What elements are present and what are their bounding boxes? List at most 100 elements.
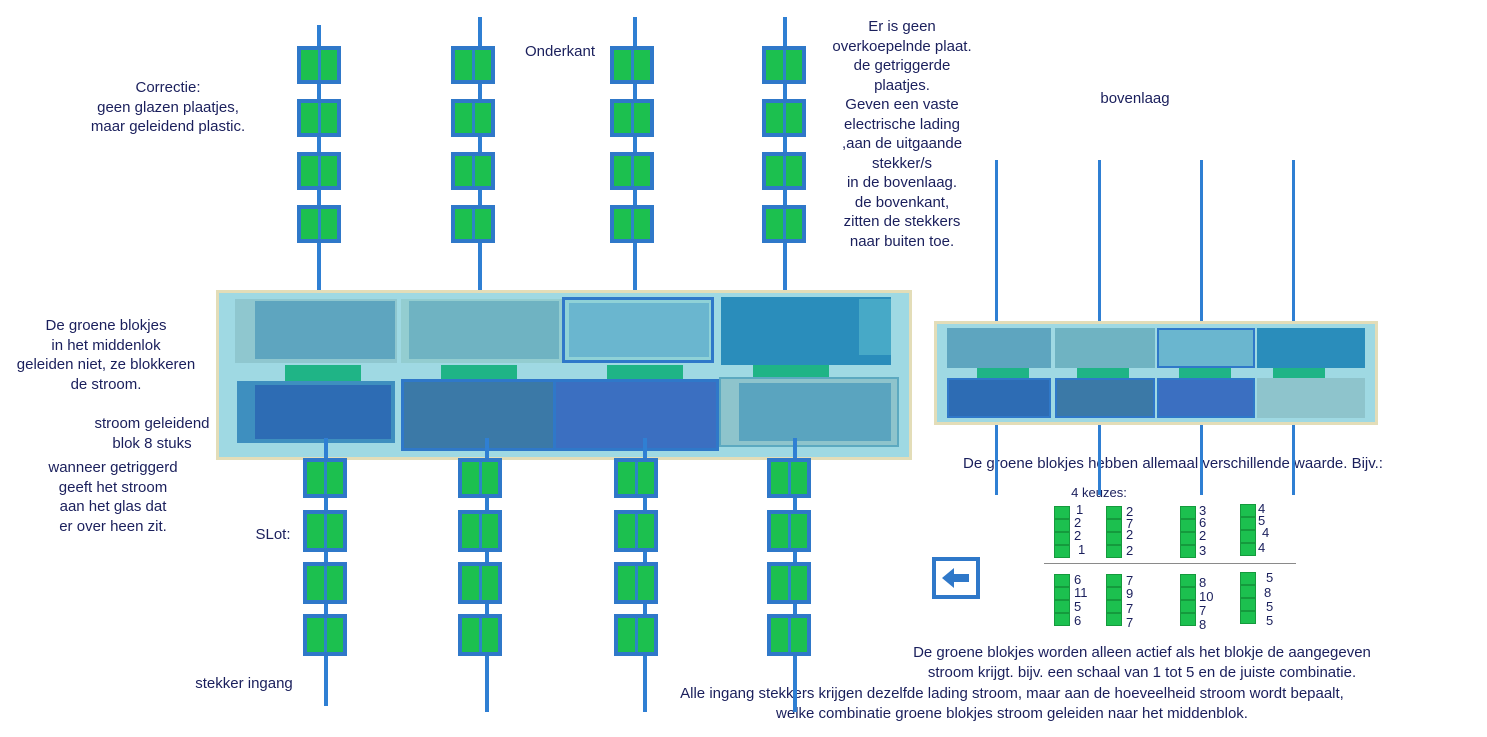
middle-block-segment	[409, 301, 559, 359]
block-value: 6	[1074, 613, 1082, 628]
green-block-marker	[1240, 611, 1256, 624]
block-value: 8	[1199, 575, 1207, 590]
green-block	[614, 458, 658, 498]
left-arrow-icon	[942, 568, 969, 588]
block-value: 4	[1258, 540, 1266, 555]
middle-block-segment	[859, 299, 891, 355]
green-block-marker	[1240, 585, 1256, 598]
green-block-marker	[1106, 519, 1122, 532]
block-value: 3	[1199, 543, 1207, 558]
middle-block-segment	[947, 328, 1051, 368]
green-block-marker	[1106, 545, 1122, 558]
plug-input-label: stekker ingang	[195, 675, 293, 692]
upper-wire	[1098, 160, 1101, 325]
green-block-marker	[1054, 506, 1070, 519]
block-value: 9	[1126, 586, 1134, 601]
lower-wire	[1292, 425, 1295, 495]
block-value: 3	[1199, 503, 1207, 518]
block-value: 11	[1074, 585, 1088, 600]
green-block	[767, 458, 811, 498]
green-block-marker	[1180, 545, 1196, 558]
green-block-marker	[1054, 587, 1070, 600]
middle-block-segment	[401, 379, 557, 451]
table-divider	[1044, 563, 1296, 564]
block-value: 7	[1199, 603, 1207, 618]
green-block	[303, 562, 347, 604]
green-block	[762, 152, 806, 190]
lower-wire	[1200, 425, 1203, 495]
green-block	[610, 152, 654, 190]
green-block	[458, 458, 502, 498]
green-block	[762, 99, 806, 137]
middle-block-segment	[1157, 328, 1255, 368]
green-block-marker	[1240, 530, 1256, 543]
green-block	[451, 99, 495, 137]
middle-block-segment	[1157, 378, 1255, 418]
middle-block-segment	[441, 365, 517, 381]
green-block	[767, 510, 811, 552]
green-block	[610, 46, 654, 84]
middle-block-segment	[947, 378, 1051, 418]
green-block-marker	[1106, 532, 1122, 545]
block-value: 4	[1258, 501, 1266, 516]
conductive-block-note: stroom geleidend blok 8 stuks	[94, 415, 210, 452]
choices-label: 4 keuzes:	[1071, 485, 1127, 500]
block-value: 6	[1074, 572, 1082, 587]
middle-block-panel	[216, 290, 912, 460]
green-block	[297, 46, 341, 84]
green-block-marker	[1240, 598, 1256, 611]
green-block-marker	[1180, 574, 1196, 587]
green-block	[297, 152, 341, 190]
green-block-marker	[1054, 600, 1070, 613]
middle-block-segment	[1077, 368, 1129, 378]
green-block	[458, 614, 502, 656]
middle-block-segment	[285, 365, 361, 381]
no-plate-note: Er is geen overkoepelnde plaat. de getri…	[832, 18, 972, 250]
back-button[interactable]	[932, 557, 980, 599]
green-block	[762, 205, 806, 243]
green-block	[614, 562, 658, 604]
triggered-note: wanneer getriggerd geeft het stroom aan …	[48, 459, 178, 535]
upper-wire	[1200, 160, 1203, 325]
green-block	[451, 152, 495, 190]
green-block	[303, 510, 347, 552]
green-block	[303, 458, 347, 498]
green-block-marker	[1054, 613, 1070, 626]
green-block	[767, 614, 811, 656]
top-layer-label: bovenlaag	[1100, 90, 1170, 107]
block-value: 8	[1199, 617, 1207, 632]
green-block	[451, 205, 495, 243]
block-value: 2	[1199, 528, 1207, 543]
green-block-marker	[1240, 572, 1256, 585]
block-value: 5	[1258, 513, 1266, 528]
upper-wire	[1292, 160, 1295, 325]
green-block-marker	[1180, 600, 1196, 613]
green-block-marker	[1106, 587, 1122, 600]
green-block	[297, 99, 341, 137]
green-blocks-note: De groene blokjes in het middenlok gelei…	[16, 317, 196, 393]
top-layer-panel	[934, 321, 1378, 425]
green-block	[303, 614, 347, 656]
green-block-marker	[1106, 506, 1122, 519]
bottom-side-label: Onderkant	[524, 43, 596, 60]
green-block	[614, 510, 658, 552]
middle-block-segment	[1273, 368, 1325, 378]
middle-block-segment	[1179, 368, 1231, 378]
green-block-marker	[1180, 506, 1196, 519]
block-value: 7	[1126, 601, 1134, 616]
block-value: 2	[1074, 528, 1082, 543]
green-block	[614, 614, 658, 656]
green-block	[610, 205, 654, 243]
green-block-marker	[1054, 519, 1070, 532]
block-value: 2	[1126, 504, 1134, 519]
slot-label: SLot:	[255, 526, 291, 543]
block-value: 1	[1078, 542, 1086, 557]
block-value: 10	[1199, 589, 1214, 604]
green-block-marker	[1106, 574, 1122, 587]
green-block-marker	[1106, 600, 1122, 613]
green-block-marker	[1180, 613, 1196, 626]
block-value: 4	[1262, 525, 1270, 540]
block-value: 8	[1264, 585, 1272, 600]
green-block	[451, 46, 495, 84]
green-block-marker	[1240, 517, 1256, 530]
